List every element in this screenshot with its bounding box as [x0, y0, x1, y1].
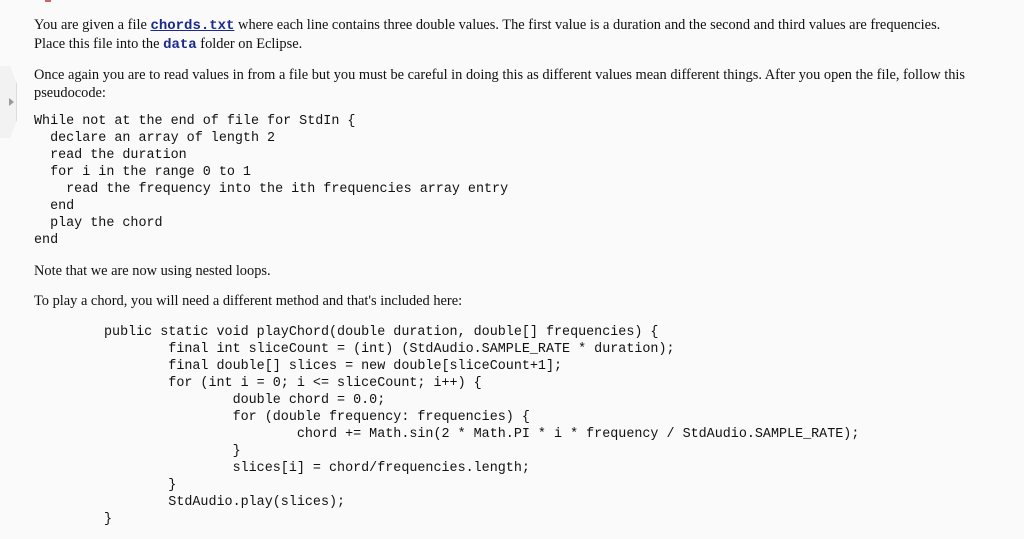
pseudocode-line: While not at the end of file for StdIn {	[34, 114, 356, 129]
play-chord-code-block: public static void playChord(double dura…	[104, 324, 859, 528]
file-name: chords.txt	[150, 18, 235, 34]
chords-file-link[interactable]: chords.txt	[150, 17, 235, 34]
pseudocode-line: for i in the range 0 to 1	[34, 165, 251, 180]
intro-text-middle: where each line contains three double va…	[34, 17, 941, 52]
code-line: public static void playChord(double dura…	[104, 325, 659, 340]
code-line: chord += Math.sin(2 * Math.PI * i * freq…	[104, 427, 860, 442]
nested-loops-note: Note that we are now using nested loops.	[34, 263, 271, 279]
sidebar-expand-handle[interactable]	[0, 66, 17, 138]
expand-arrow-icon	[9, 98, 14, 106]
code-line: }	[104, 444, 241, 459]
code-line: StdAudio.play(slices);	[104, 495, 346, 510]
pseudocode-line: read the frequency into the ith frequenc…	[34, 182, 509, 197]
code-line: }	[104, 478, 177, 493]
pseudocode-line: end	[34, 199, 75, 214]
folder-name: data	[163, 37, 197, 53]
code-line: double chord = 0.0;	[104, 393, 386, 408]
intro-text-end: folder on Eclipse.	[196, 36, 303, 52]
pseudocode-line: play the chord	[34, 216, 163, 231]
code-line: }	[104, 512, 113, 527]
instructions-paragraph: Once again you are to read values in fro…	[34, 67, 965, 101]
code-line: for (double frequency: frequencies) {	[104, 410, 530, 425]
code-line: final double[] slices = new double[slice…	[104, 359, 563, 374]
top-edge-mark	[45, 0, 51, 2]
code-line: final int sliceCount = (int) (StdAudio.S…	[104, 342, 675, 357]
pseudocode-line: read the duration	[34, 148, 187, 163]
pseudocode-line: declare an array of length 2	[34, 131, 276, 146]
method-intro-paragraph: To play a chord, you will need a differe…	[34, 293, 463, 309]
pseudocode-block: While not at the end of file for StdIn {…	[34, 113, 508, 249]
code-line: slices[i] = chord/frequencies.length;	[104, 461, 530, 476]
pseudocode-line: end	[34, 233, 59, 248]
intro-paragraph: You are given a file chords.txt where ea…	[34, 16, 974, 54]
intro-text-start: You are given a file	[34, 17, 151, 33]
code-line: for (int i = 0; i <= sliceCount; i++) {	[104, 376, 482, 391]
